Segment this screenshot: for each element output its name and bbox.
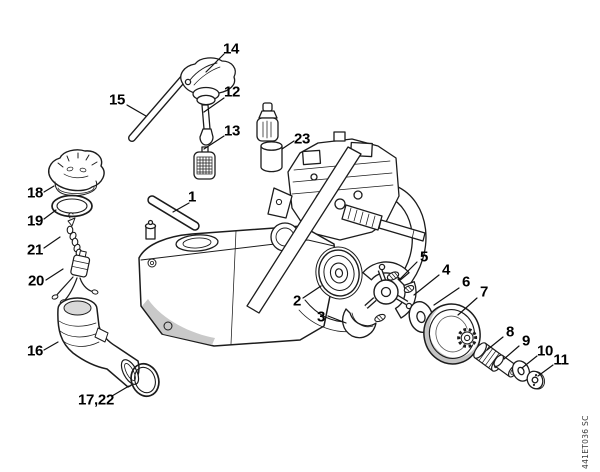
- part-18-tank-cap: [48, 149, 105, 197]
- part-12-plunger: [192, 86, 220, 146]
- callout-11: 11: [553, 351, 569, 369]
- part-13-strainer: [193, 146, 216, 180]
- part-17-22-o-ring: [130, 362, 160, 398]
- part-7-clutch-drum: [423, 302, 481, 365]
- callout-3: 3: [316, 308, 326, 326]
- callout-14: 14: [222, 40, 240, 58]
- callout-19: 19: [26, 212, 44, 230]
- callout-1: 1: [187, 188, 197, 206]
- part-16-elbow: [57, 297, 140, 388]
- callout-4: 4: [441, 261, 451, 279]
- callout-18: 18: [26, 184, 44, 202]
- callout-9: 9: [521, 332, 531, 350]
- callout-16: 16: [26, 342, 44, 360]
- callout-13: 13: [223, 122, 241, 140]
- part-5-clutch-springs: [374, 271, 415, 323]
- callout-8: 8: [505, 323, 515, 341]
- part-1-rod: [147, 195, 200, 231]
- diagram-code: 441ET036 SC: [581, 415, 590, 469]
- callout-20: 20: [27, 272, 45, 290]
- part-21-chain: [66, 212, 83, 258]
- callout-2: 2: [292, 292, 302, 310]
- part-15-hose: [128, 75, 187, 142]
- leader-lines: [43, 53, 554, 397]
- callout-10: 10: [536, 342, 554, 360]
- callout-23: 23: [293, 130, 311, 148]
- callout-6: 6: [461, 273, 471, 291]
- callout-5: 5: [419, 248, 429, 266]
- part-23-bottle-set: [256, 102, 283, 173]
- part-9-sleeve: [493, 354, 519, 378]
- callout-17-22: 17,22: [77, 391, 115, 409]
- part-20-pickup-body: [51, 250, 99, 305]
- callout-21: 21: [26, 241, 44, 259]
- callout-7: 7: [479, 283, 489, 301]
- callout-15: 15: [108, 91, 126, 109]
- part-2-disc: [315, 246, 363, 300]
- part-3-clutch-shoe: [341, 308, 377, 339]
- engine-assembly: [138, 131, 427, 347]
- callout-12: 12: [223, 83, 241, 101]
